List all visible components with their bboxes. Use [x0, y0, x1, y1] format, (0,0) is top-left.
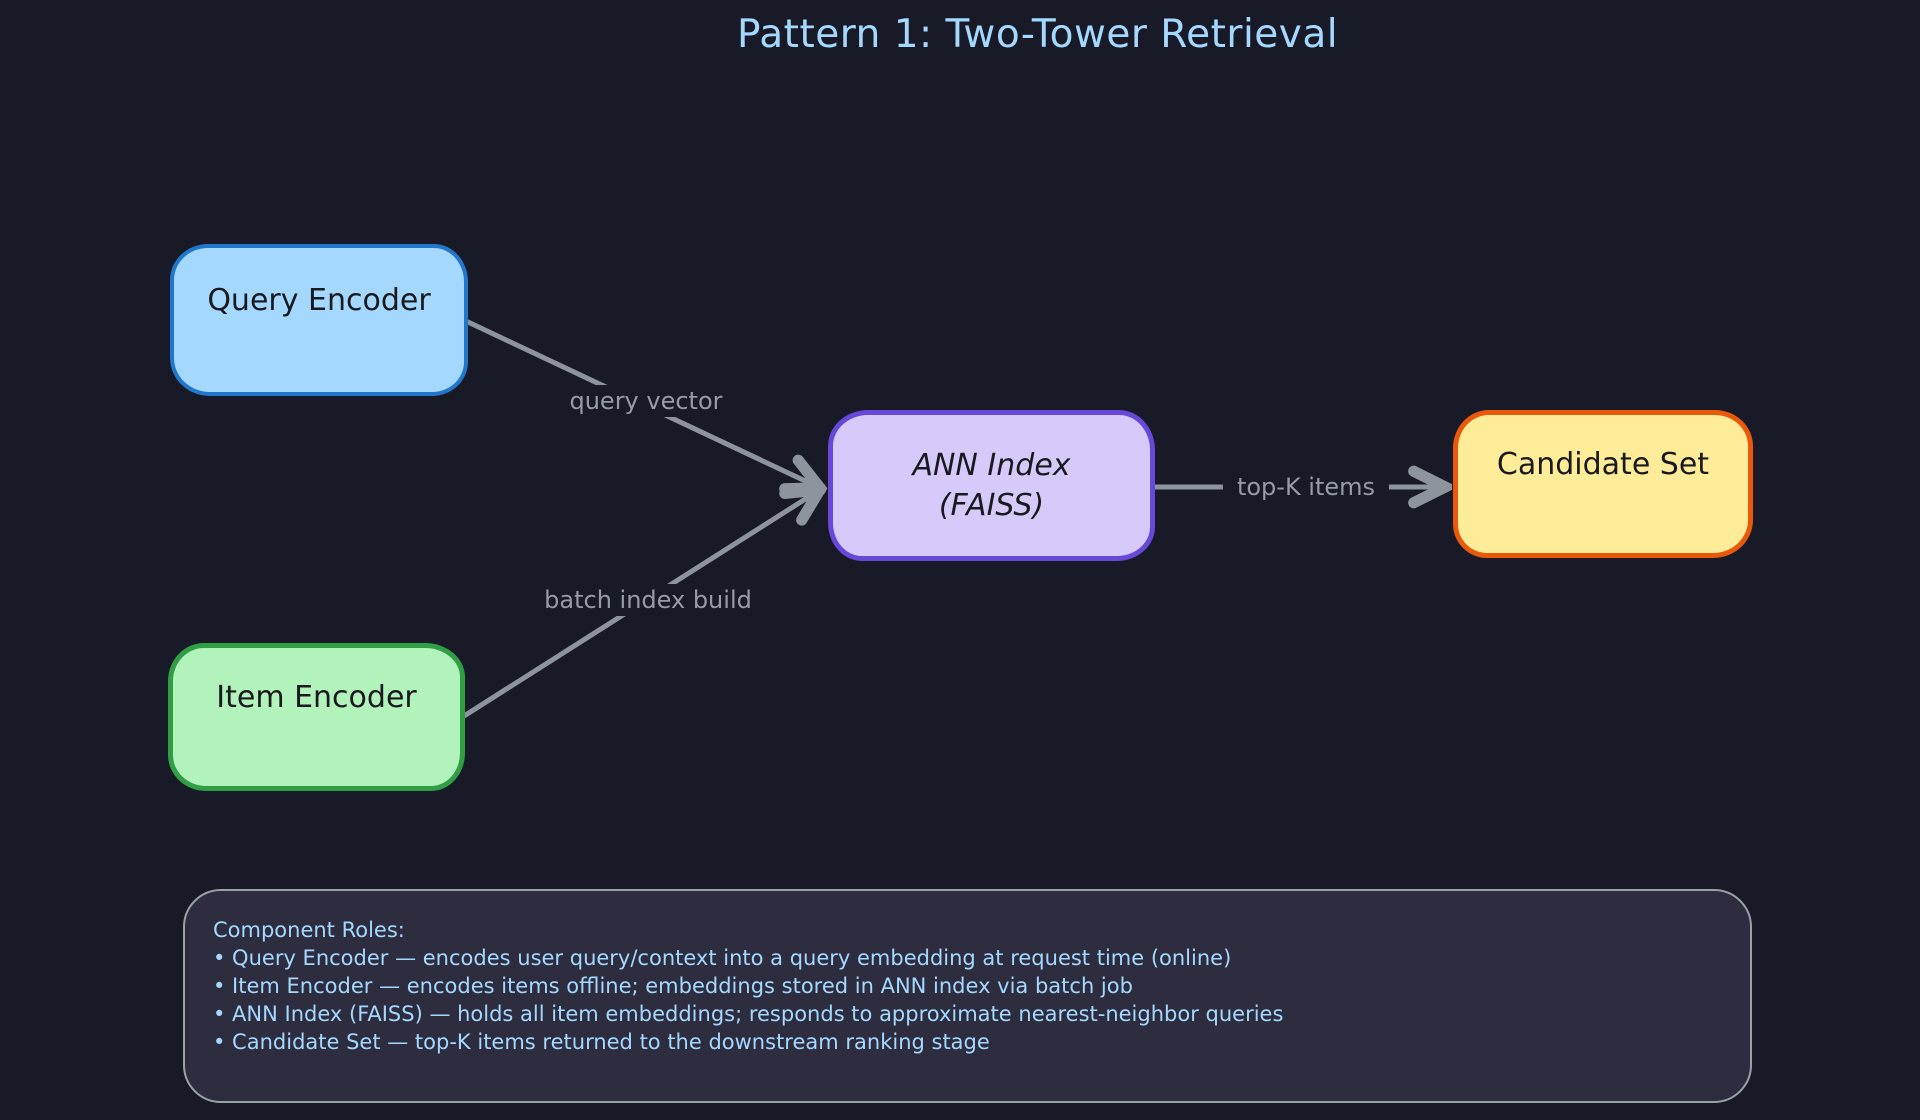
notes-heading: Component Roles:	[213, 918, 405, 942]
node-query-encoder[interactable]: Query Encoder	[170, 244, 468, 396]
notes-bullet-candidate-set: • Candidate Set — top-K items returned t…	[213, 1030, 990, 1054]
node-ann-index-label-line1: ANN Index	[912, 447, 1071, 483]
node-query-encoder-label: Query Encoder	[207, 282, 431, 318]
notes-bullet-item-encoder: • Item Encoder — encodes items offline; …	[213, 974, 1133, 998]
edge-label-batch-index-build: batch index build	[530, 584, 766, 616]
diagram-title: Pattern 1: Two-Tower Retrieval	[737, 12, 1339, 57]
notes-panel: Component Roles: • Query Encoder — encod…	[183, 889, 1752, 1103]
edge-label-query-vector: query vector	[555, 385, 737, 417]
edge-label-top-k-items: top-K items	[1222, 471, 1390, 503]
notes-bullet-ann-index: • ANN Index (FAISS) — holds all item emb…	[213, 1002, 1284, 1026]
node-candidate-set-label: Candidate Set	[1496, 446, 1710, 482]
node-candidate-set[interactable]: Candidate Set	[1453, 410, 1753, 558]
node-ann-index-label-line2: (FAISS)	[938, 487, 1045, 523]
node-ann-index[interactable]: ANN Index (FAISS)	[828, 410, 1155, 561]
notes-bullet-query-encoder: • Query Encoder — encodes user query/con…	[213, 946, 1232, 970]
node-item-encoder[interactable]: Item Encoder	[168, 643, 465, 791]
node-item-encoder-label: Item Encoder	[216, 679, 417, 715]
